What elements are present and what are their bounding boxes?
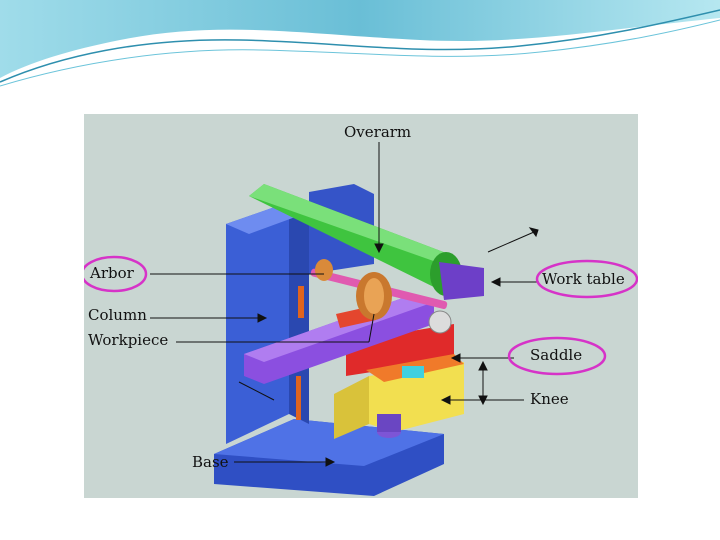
label-knee: Knee [530,392,569,407]
milling-machine-diagram: Overarm Arbor Column Workpiece Work tabl… [84,114,638,498]
machine-illustration [84,114,638,498]
header-wave-decoration [0,0,720,90]
label-work-table: Work table [542,272,625,287]
label-column: Column [88,308,147,323]
column-shape [226,202,289,444]
label-base: Base [192,455,229,470]
label-saddle: Saddle [530,348,582,363]
label-overarm: Overarm [344,125,411,140]
label-workpiece: Workpiece [88,333,168,348]
label-arbor: Arbor [90,266,134,281]
